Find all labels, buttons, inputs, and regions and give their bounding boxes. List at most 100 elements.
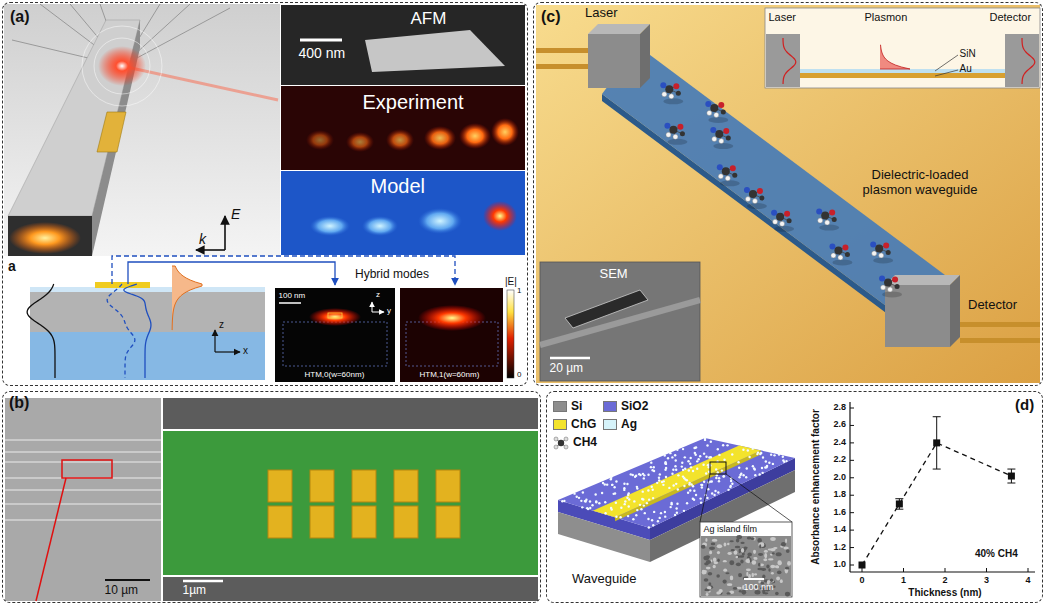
gold-pad: [352, 506, 376, 538]
waveguide-false-colour: [163, 430, 538, 576]
atom: [732, 173, 737, 178]
ag-island: [615, 516, 617, 518]
legend-text: ChG: [571, 418, 596, 432]
tick-label: 1: [901, 575, 906, 585]
analyte-molecule: [660, 82, 683, 104]
error-cap: [895, 509, 903, 510]
error-cap: [933, 416, 941, 417]
error-cap: [895, 498, 903, 499]
ag-island: [628, 505, 630, 507]
ag-grain: [729, 560, 734, 565]
gold-film: [536, 5, 1040, 383]
legend-text: SiO2: [621, 400, 648, 414]
ag-grain: [768, 548, 771, 550]
ag-island: [632, 518, 634, 520]
atom: [554, 445, 558, 449]
ag-island: [785, 460, 787, 462]
legend-item: CH4: [553, 436, 597, 450]
atom: [730, 165, 736, 171]
ag-island: [748, 456, 750, 458]
near-field-spot: [346, 132, 374, 152]
subfigure-letter: a: [8, 258, 16, 274]
analyte-molecule: [829, 243, 852, 265]
waveguide-edge: [5, 519, 161, 520]
image-label: 400 nm: [299, 45, 346, 61]
plasmon-field: [880, 45, 910, 69]
near-field-spot: [424, 126, 456, 150]
gold-pad: [310, 506, 334, 538]
ag-island: [739, 474, 741, 476]
atom: [662, 92, 667, 97]
au-layer: [800, 73, 1005, 78]
ag-island: [658, 479, 660, 481]
molecule-shadow: [713, 143, 733, 149]
ag-island: [661, 481, 663, 483]
atom: [832, 217, 837, 222]
inset-frame: [765, 8, 1040, 88]
waveguide-edge: [5, 461, 161, 462]
ag-island: [696, 468, 698, 470]
tick-label: 2.2: [833, 454, 846, 464]
error-cap: [1007, 483, 1015, 484]
atom: [870, 241, 876, 247]
data-point: [896, 500, 903, 507]
ag-grain: [748, 574, 751, 578]
ag-island: [768, 462, 770, 464]
tick: [850, 547, 854, 548]
ag-island: [754, 468, 756, 470]
ag-grain: [712, 539, 718, 542]
ag-island: [683, 510, 685, 512]
tick: [986, 568, 987, 572]
atom: [787, 218, 792, 223]
gold-pad: [436, 470, 460, 502]
ag-island: [665, 463, 667, 465]
data-point: [859, 562, 866, 569]
ag-island: [704, 437, 706, 439]
atom: [744, 187, 750, 193]
ag-island: [613, 486, 615, 488]
tick: [850, 442, 854, 443]
tick-label: 1.0: [833, 559, 846, 569]
ag-island: [752, 447, 754, 449]
ag-island: [652, 497, 654, 499]
ag-grain: [736, 538, 739, 542]
molecule-shadow: [663, 98, 683, 104]
ag-grain: [724, 543, 727, 547]
ag-grain: [766, 565, 769, 569]
ag-island: [703, 481, 705, 483]
panel-letter: (a): [10, 8, 30, 26]
image-label: Model: [371, 175, 425, 198]
hybrid-profile: [124, 284, 151, 378]
atom: [677, 124, 683, 130]
ag-island: [620, 507, 622, 509]
atom: [710, 104, 718, 112]
scale-bar: [279, 302, 301, 304]
ag-island: [665, 467, 667, 469]
analyte-molecule: [717, 164, 740, 186]
ag-island: [699, 455, 701, 457]
axis-label: z: [376, 290, 380, 299]
block-front: [588, 34, 640, 88]
molecule-shadow: [882, 291, 902, 297]
tick: [850, 565, 854, 566]
ag-island: [604, 512, 606, 514]
ag-island: [722, 444, 724, 446]
laser-section: [766, 34, 800, 87]
ag-island: [738, 476, 740, 478]
detector-section: [1005, 34, 1039, 87]
ag-island: [573, 492, 575, 494]
ag-island: [627, 515, 629, 517]
atom: [718, 174, 723, 179]
atom: [831, 253, 836, 258]
image-label: SiN: [960, 48, 976, 60]
atom: [780, 221, 785, 226]
ag-grain: [706, 567, 711, 570]
ag-grain: [717, 558, 720, 562]
ag-grain: [707, 586, 712, 589]
axis-arrow: [372, 302, 373, 312]
ag-island: [778, 453, 780, 455]
ag-grain: [785, 567, 789, 570]
atom: [842, 244, 848, 250]
ag-island: [604, 483, 606, 485]
ag-island: [636, 486, 638, 488]
